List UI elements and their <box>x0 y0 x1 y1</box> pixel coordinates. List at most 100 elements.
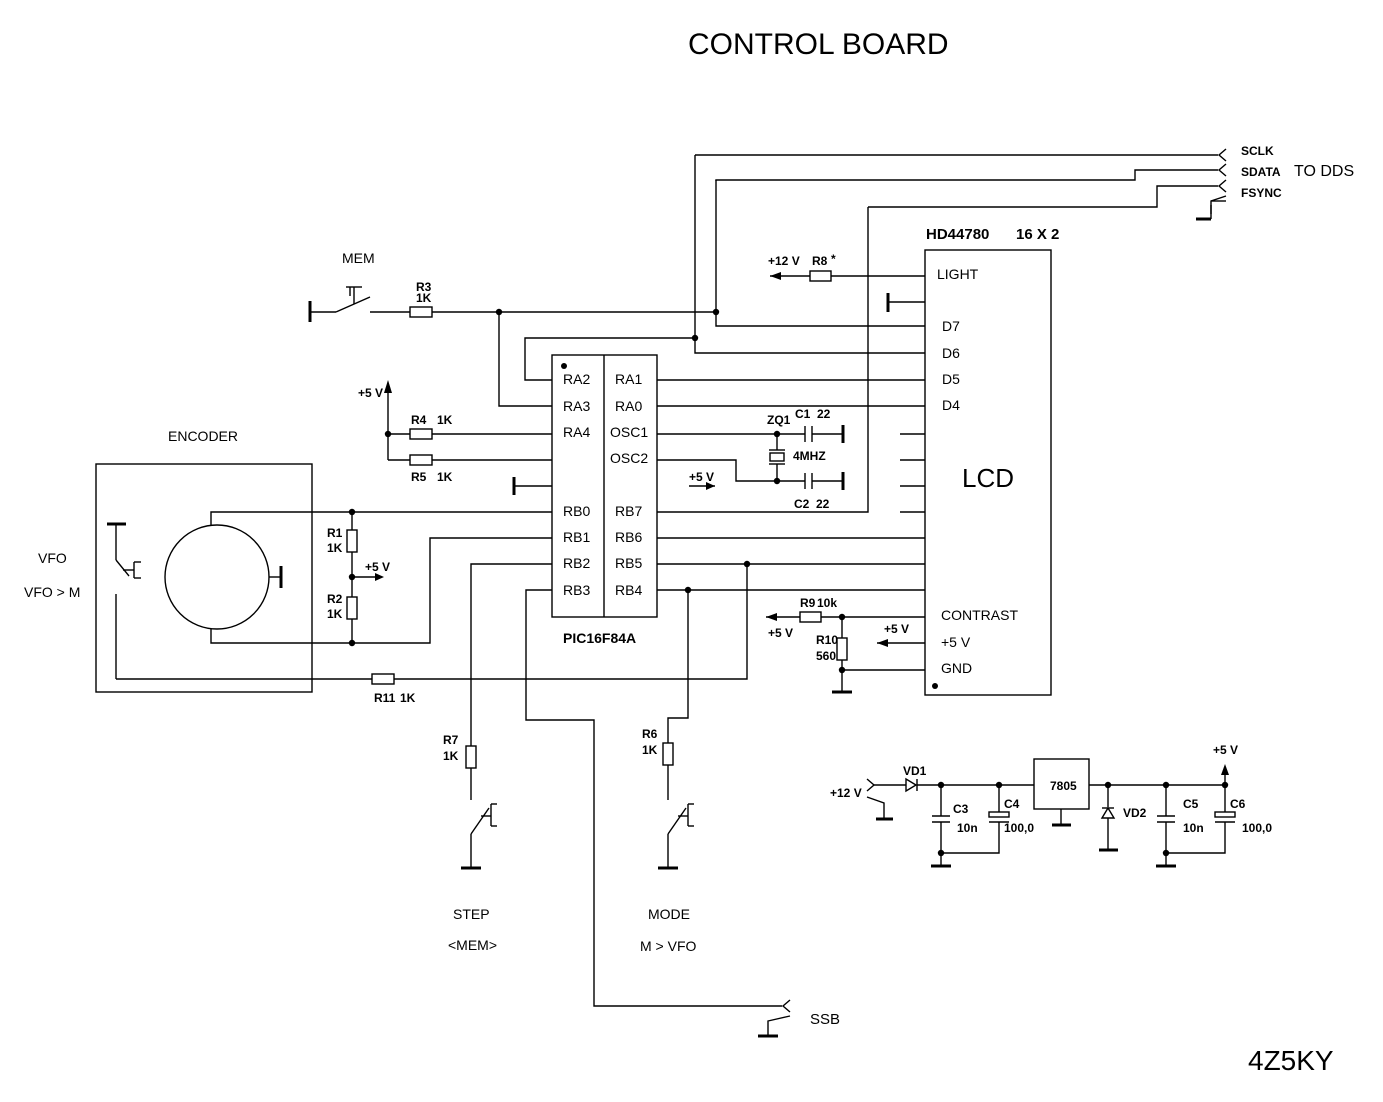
r10-label: R10 <box>816 633 838 647</box>
page-title: CONTROL BOARD <box>688 28 949 61</box>
r10-value: 560 <box>816 649 836 663</box>
r8-backlight: +12 V R8 * <box>768 252 925 282</box>
lcd-pin-d7: D7 <box>942 318 960 334</box>
psu-out-label: +5 V <box>1213 743 1238 757</box>
mcu-pin-rb6: RB6 <box>615 529 642 545</box>
r8-mark: * <box>831 252 836 266</box>
r3-label: R3 <box>416 280 432 294</box>
r4-supply-label: +5 V <box>358 386 383 400</box>
lcd-name: LCD <box>962 463 1014 493</box>
pic16f84a-chip: PIC16F84A RA2 RA3 RA4 RB0 RB1 RB2 RB3 RA… <box>512 354 658 646</box>
c1-label: C1 <box>795 407 811 421</box>
ssb-output: SSB <box>525 589 840 1038</box>
lcd-model: HD44780 <box>926 226 989 243</box>
r7-label: R7 <box>443 733 459 747</box>
r4-r5-pullups: +5 V R4 1K R5 1K <box>358 380 552 484</box>
r6-value: 1K <box>642 743 658 757</box>
c5-value: 10n <box>1183 821 1204 835</box>
mcu-pin-rb1: RB1 <box>563 529 590 545</box>
r8-supply-label: +12 V <box>768 254 800 268</box>
mcu-pin-rb5: RB5 <box>615 555 642 571</box>
contrast-network: R9 10k +5 V R10 560 +5 V <box>766 596 925 694</box>
r6-label: R6 <box>642 727 658 741</box>
vfo-m-label: VFO > M <box>24 584 80 600</box>
r2-label: R2 <box>327 592 343 606</box>
r4-value: 1K <box>437 413 453 427</box>
sdata-label: SDATA <box>1241 165 1281 179</box>
r1-value: 1K <box>327 541 343 555</box>
r11-value: 1K <box>400 691 416 705</box>
mem-switch: MEM R3 1K <box>308 250 716 407</box>
mcu-pin-ra2: RA2 <box>563 371 590 387</box>
mode-label: MODE <box>648 906 690 922</box>
zq1-value: 4MHZ <box>793 449 826 463</box>
mcu-pin-rb4: RB4 <box>615 582 642 598</box>
mem-label: MEM <box>342 250 375 266</box>
fsync-label: FSYNC <box>1241 186 1282 200</box>
mcu-pin-osc1: OSC1 <box>610 424 648 440</box>
lcd-size: 16 X 2 <box>1016 226 1059 243</box>
vfo-label: VFO <box>38 550 67 566</box>
c4-label: C4 <box>1004 797 1020 811</box>
vd2-label: VD2 <box>1123 806 1147 820</box>
c6-label: C6 <box>1230 797 1246 811</box>
osc-supply-label: +5 V <box>689 470 714 484</box>
lcd-supply-label: +5 V <box>884 622 909 636</box>
r7-value: 1K <box>443 749 459 763</box>
mcu-pin-osc2: OSC2 <box>610 450 648 466</box>
mcu-pin-rb3: RB3 <box>563 582 590 598</box>
r8-label: R8 <box>812 254 828 268</box>
author-callsign: 4Z5KY <box>1248 1045 1334 1076</box>
power-supply: +12 V VD1 C3 10n C4 100,0 7805 <box>830 743 1272 868</box>
oscillator: ZQ1 4MHZ C1 22 C2 22 +5 V <box>657 407 845 511</box>
mcu-pin-ra4: RA4 <box>563 424 590 440</box>
r9-label: R9 <box>800 596 816 610</box>
zq1-label: ZQ1 <box>767 413 791 427</box>
mcu-pin-rb7: RB7 <box>615 503 642 519</box>
c2-value: 22 <box>816 497 830 511</box>
to-dds-label: TO DDS <box>1294 163 1354 180</box>
mcu-pin-rb0: RB0 <box>563 503 590 519</box>
r1r2-supply-label: +5 V <box>365 560 390 574</box>
encoder-label: ENCODER <box>168 428 238 444</box>
mode-switch: R6 1K MODE M > VFO <box>640 590 697 954</box>
mcu-pin-ra0: RA0 <box>615 398 642 414</box>
c1-value: 22 <box>817 407 831 421</box>
mcu-name: PIC16F84A <box>563 630 636 646</box>
lcd-module: HD44780 16 X 2 LCD LIGHT D7 D6 D5 D4 CON… <box>886 226 1059 696</box>
vd1-label: VD1 <box>903 764 927 778</box>
mode-sub-label: M > VFO <box>640 938 697 954</box>
lcd-pin-gnd: GND <box>941 660 972 676</box>
mcu-pin-ra3: RA3 <box>563 398 590 414</box>
dds-connector: SCLK SDATA FSYNC TO DDS <box>695 144 1354 221</box>
r1-label: R1 <box>327 526 343 540</box>
r11-label: R11 <box>374 691 396 705</box>
c4-value: 100,0 <box>1004 821 1034 835</box>
r3-value: 1K <box>416 291 432 305</box>
c2-label: C2 <box>794 497 810 511</box>
step-sub-label: <MEM> <box>448 937 497 953</box>
lcd-pin-vcc: +5 V <box>941 634 971 650</box>
lcd-pin-contrast: CONTRAST <box>941 607 1018 623</box>
lcd-pin-d5: D5 <box>942 371 960 387</box>
mcu-pin-rb2: RB2 <box>563 555 590 571</box>
step-label: STEP <box>453 906 490 922</box>
lcd-pin-d6: D6 <box>942 345 960 361</box>
r9-value: 10k <box>817 596 837 610</box>
c6-value: 100,0 <box>1242 821 1272 835</box>
step-switch: R7 1K STEP <MEM> <box>443 563 552 953</box>
regulator-label: 7805 <box>1050 779 1077 793</box>
c5-label: C5 <box>1183 797 1199 811</box>
r4-label: R4 <box>411 413 427 427</box>
r2-value: 1K <box>327 607 343 621</box>
c3-label: C3 <box>953 802 969 816</box>
r5-label: R5 <box>411 470 427 484</box>
sclk-label: SCLK <box>1241 144 1274 158</box>
lcd-pin-light: LIGHT <box>937 266 979 282</box>
r9-supply-label: +5 V <box>768 626 793 640</box>
ssb-label: SSB <box>810 1011 840 1028</box>
lcd-pin-d4: D4 <box>942 397 960 413</box>
psu-in-label: +12 V <box>830 786 862 800</box>
r5-value: 1K <box>437 470 453 484</box>
encoder-block: ENCODER +5 V R1 1K R2 1K R11 1K <box>95 428 748 705</box>
